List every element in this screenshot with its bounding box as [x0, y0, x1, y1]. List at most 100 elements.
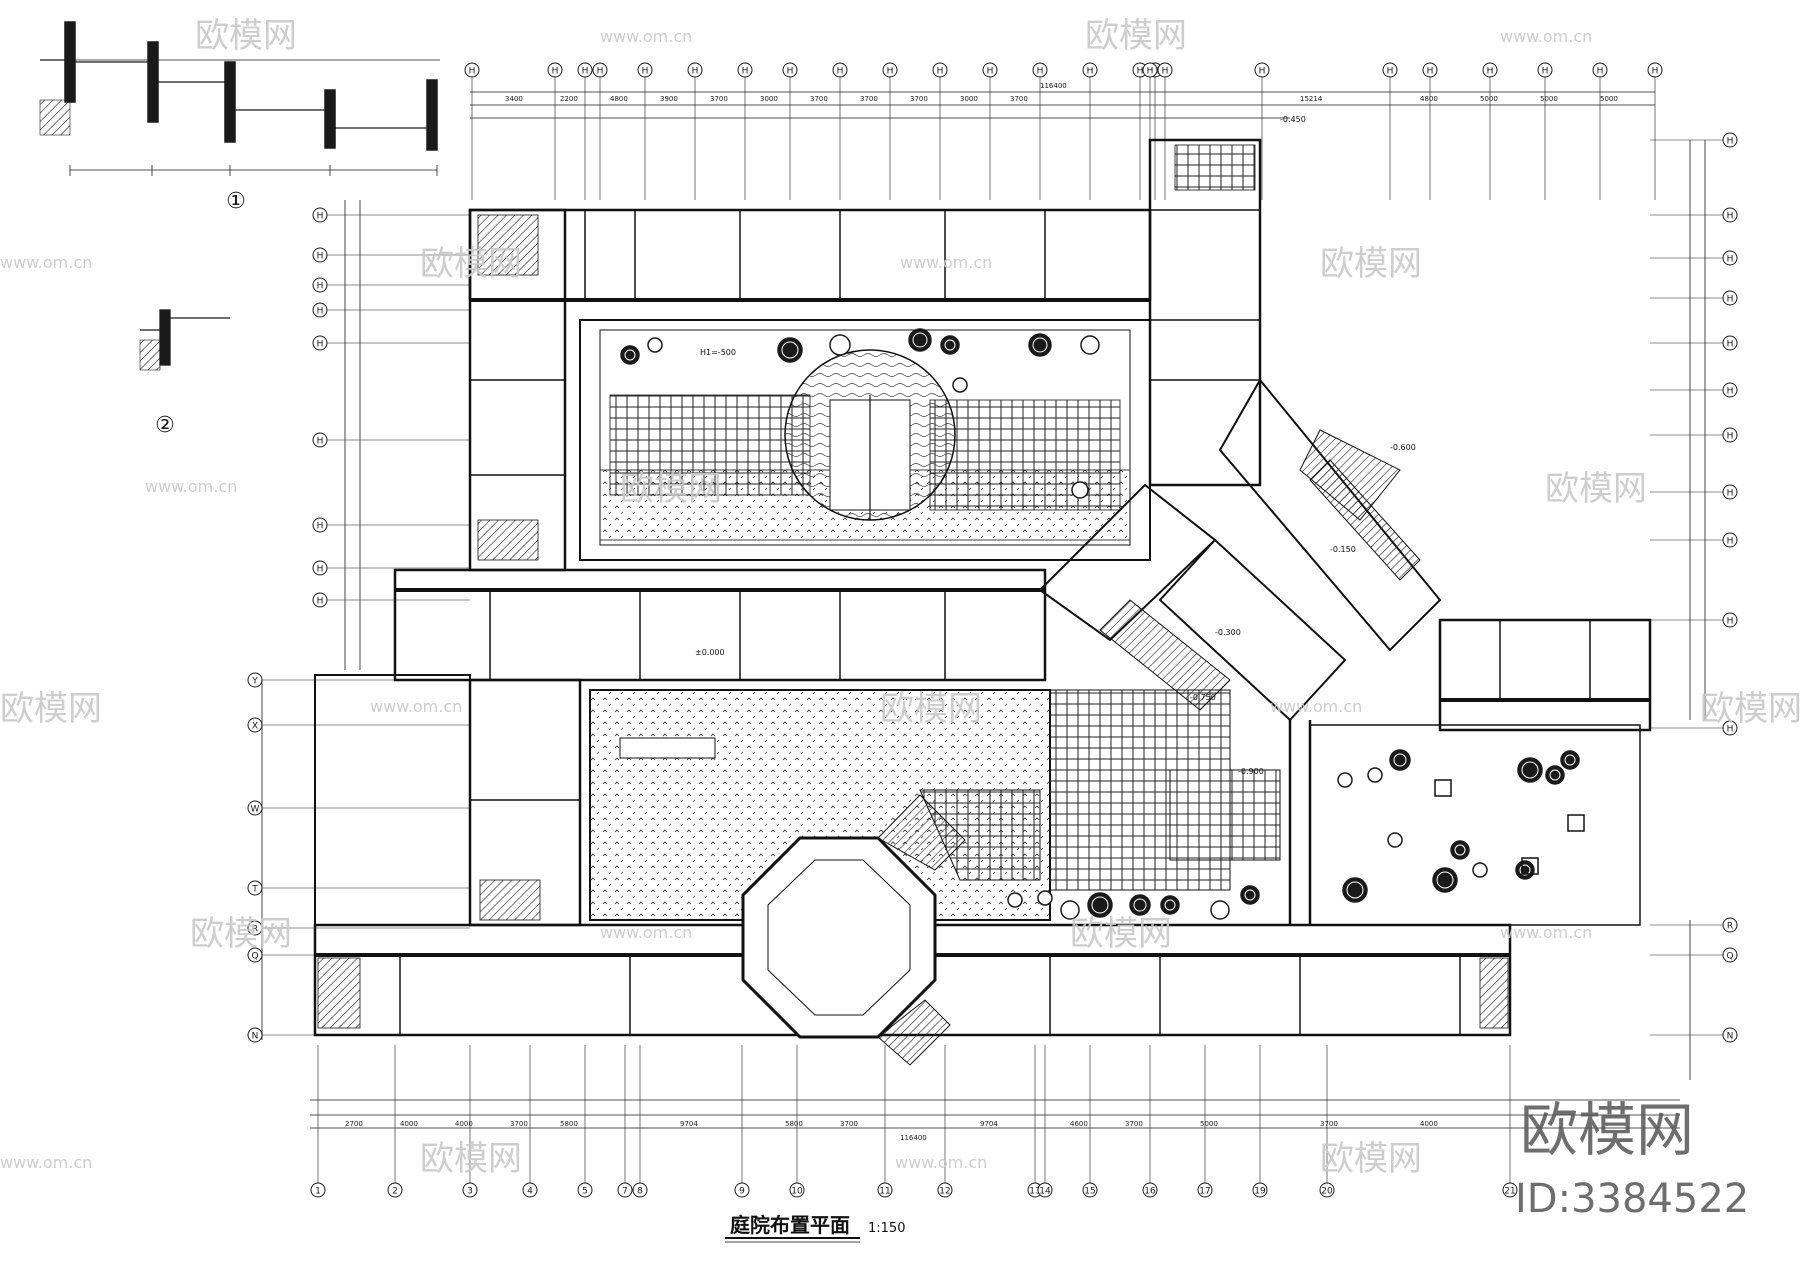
grid-axis-label: R	[252, 925, 258, 935]
grid-axis-label: 1	[315, 1187, 321, 1197]
grid-axis-label: 4	[527, 1187, 533, 1197]
grid-axis-label: N	[252, 1032, 259, 1042]
grid-axis-bubble: 7	[617, 1045, 633, 1198]
grid-axis-label: H	[317, 565, 324, 575]
grid-axis-bubble: Y	[247, 672, 470, 688]
grid-axis-label: H	[1727, 295, 1734, 305]
elevation-label: -0.450	[1280, 115, 1306, 124]
grid-axis-label: H	[317, 340, 324, 350]
tree-symbol	[1160, 895, 1180, 915]
grid-axis-label: H	[582, 67, 589, 77]
watermark-brand: 欧模网	[1545, 469, 1647, 509]
brand-corner: 欧模网 ID:3384522	[1515, 1096, 1749, 1222]
grid-axis-label: 17	[1199, 1187, 1210, 1197]
grid-axis-label: H	[317, 282, 324, 292]
watermark-url: www.om.cn	[0, 1153, 92, 1172]
tree-canopy-ring	[1091, 896, 1109, 914]
grid-axis-label: 7	[622, 1187, 628, 1197]
dim-label: 4600	[1070, 1120, 1088, 1128]
grid-axis-label: H	[1037, 67, 1044, 77]
grid-axis-bubble: 11	[877, 1045, 893, 1198]
grid-axis-label: 21	[1504, 1187, 1515, 1197]
grid-axis-bubble: H	[577, 62, 593, 200]
grid-axis-bubble: H	[1650, 290, 1738, 306]
grid-axis-bubble: H	[1422, 62, 1438, 200]
grid-axis-label: H	[1162, 67, 1169, 77]
dim-label: 4000	[1420, 1120, 1438, 1128]
grid-axis-bubble: H	[1650, 612, 1738, 628]
tree-symbol	[1337, 772, 1353, 788]
grid-axis-bubble: H	[312, 207, 470, 223]
grid-axis-bubble: H	[312, 517, 470, 533]
drawing-scale: 1:150	[868, 1221, 905, 1236]
grid-axis-label: H	[1727, 489, 1734, 499]
grid-axis-label: H	[317, 307, 324, 317]
dim-label: 9704	[680, 1120, 698, 1128]
grid-axis-label: H	[317, 437, 324, 447]
grid-axis-label: H	[1147, 67, 1154, 77]
tree-symbol	[952, 377, 968, 393]
watermark-brand: 欧模网	[880, 689, 982, 729]
dim-label: 3900	[660, 95, 678, 103]
grid-axis-bubble: H	[1650, 335, 1738, 351]
grid-axis-bubble: Q	[1650, 947, 1738, 963]
tree-canopy-ring	[944, 339, 956, 351]
grid-axis-label: H	[1652, 67, 1659, 77]
grid-axis-bubble: R	[247, 920, 470, 936]
elevation-label: -0.600	[1390, 443, 1416, 452]
grid-axis-bubble: 3	[462, 1045, 478, 1198]
grid-axis-bubble: R	[1650, 917, 1738, 933]
tree-symbol	[1071, 481, 1089, 499]
watermark-url: www.om.cn	[900, 253, 992, 272]
dim-label: 4800	[610, 95, 628, 103]
total-dim-label: 116400	[900, 1134, 927, 1142]
grid-axis-bubble: 9	[734, 1045, 750, 1198]
grid-axis-bubble: 20	[1319, 1045, 1335, 1198]
dim-label: 5800	[785, 1120, 803, 1128]
bottom-dimension-labels: 2700 4000 4000 3700 5800 9704 5800 3700 …	[345, 1120, 1438, 1142]
tree-symbol	[1007, 892, 1023, 908]
grid-axis-label: 19	[1254, 1187, 1266, 1197]
dim-label: 3700	[1320, 1120, 1338, 1128]
dim-label: 3000	[960, 95, 978, 103]
grid-axis-label: H	[1427, 67, 1434, 77]
grid-axis-label: H	[317, 212, 324, 222]
grid-axis-label: H	[1727, 387, 1734, 397]
dim-label: 3700	[860, 95, 878, 103]
grid-axis-label: H	[1727, 432, 1734, 442]
watermark-url: www.om.cn	[895, 1153, 987, 1172]
brand-logo-text: 欧模网	[1520, 1096, 1694, 1164]
grid-axis-label: H	[937, 67, 944, 77]
grid-axis-label: 16	[1144, 1187, 1156, 1197]
watermark-brand: 欧模网	[1085, 16, 1187, 56]
grid-axis-bubble: 4	[522, 1045, 538, 1198]
annotation-h1: H1=-500	[700, 348, 736, 357]
grid-axis-bubble: H	[547, 62, 563, 200]
grid-axis-label: R	[1727, 922, 1733, 932]
dim-label: 2200	[560, 95, 578, 103]
grid-axis-bubble: 19	[1252, 1045, 1268, 1198]
grid-axis-bubble: H	[882, 62, 898, 200]
tree-symbol	[1210, 900, 1230, 920]
dim-label: 3400	[505, 95, 523, 103]
dim-label: 5000	[1600, 95, 1618, 103]
grid-axis-label: H	[887, 67, 894, 77]
grid-axis-bubble: H	[1650, 427, 1738, 443]
tree-canopy-ring	[1549, 769, 1561, 781]
dim-label: 4000	[400, 1120, 418, 1128]
diagonal-stairs	[1099, 459, 1421, 711]
grid-axis-label: H	[597, 67, 604, 77]
grid-axis-bubble: H	[1382, 62, 1398, 200]
watermark-url: www.om.cn	[370, 697, 462, 716]
grid-axis-label: Q	[1726, 952, 1733, 962]
grid-axis-label: H	[692, 67, 699, 77]
grid-axis-label: Q	[251, 952, 258, 962]
grid-axis-bubble: H	[832, 62, 848, 200]
upper-courtyard	[579, 319, 1151, 561]
grid-axis-bubble: H	[1032, 62, 1048, 200]
dim-label: 3700	[1125, 1120, 1143, 1128]
grid-axis-bubble: 1	[310, 1045, 326, 1198]
section-detail-2	[139, 309, 230, 371]
dim-label: 9704	[980, 1120, 998, 1128]
grid-axis-label: H	[1087, 67, 1094, 77]
